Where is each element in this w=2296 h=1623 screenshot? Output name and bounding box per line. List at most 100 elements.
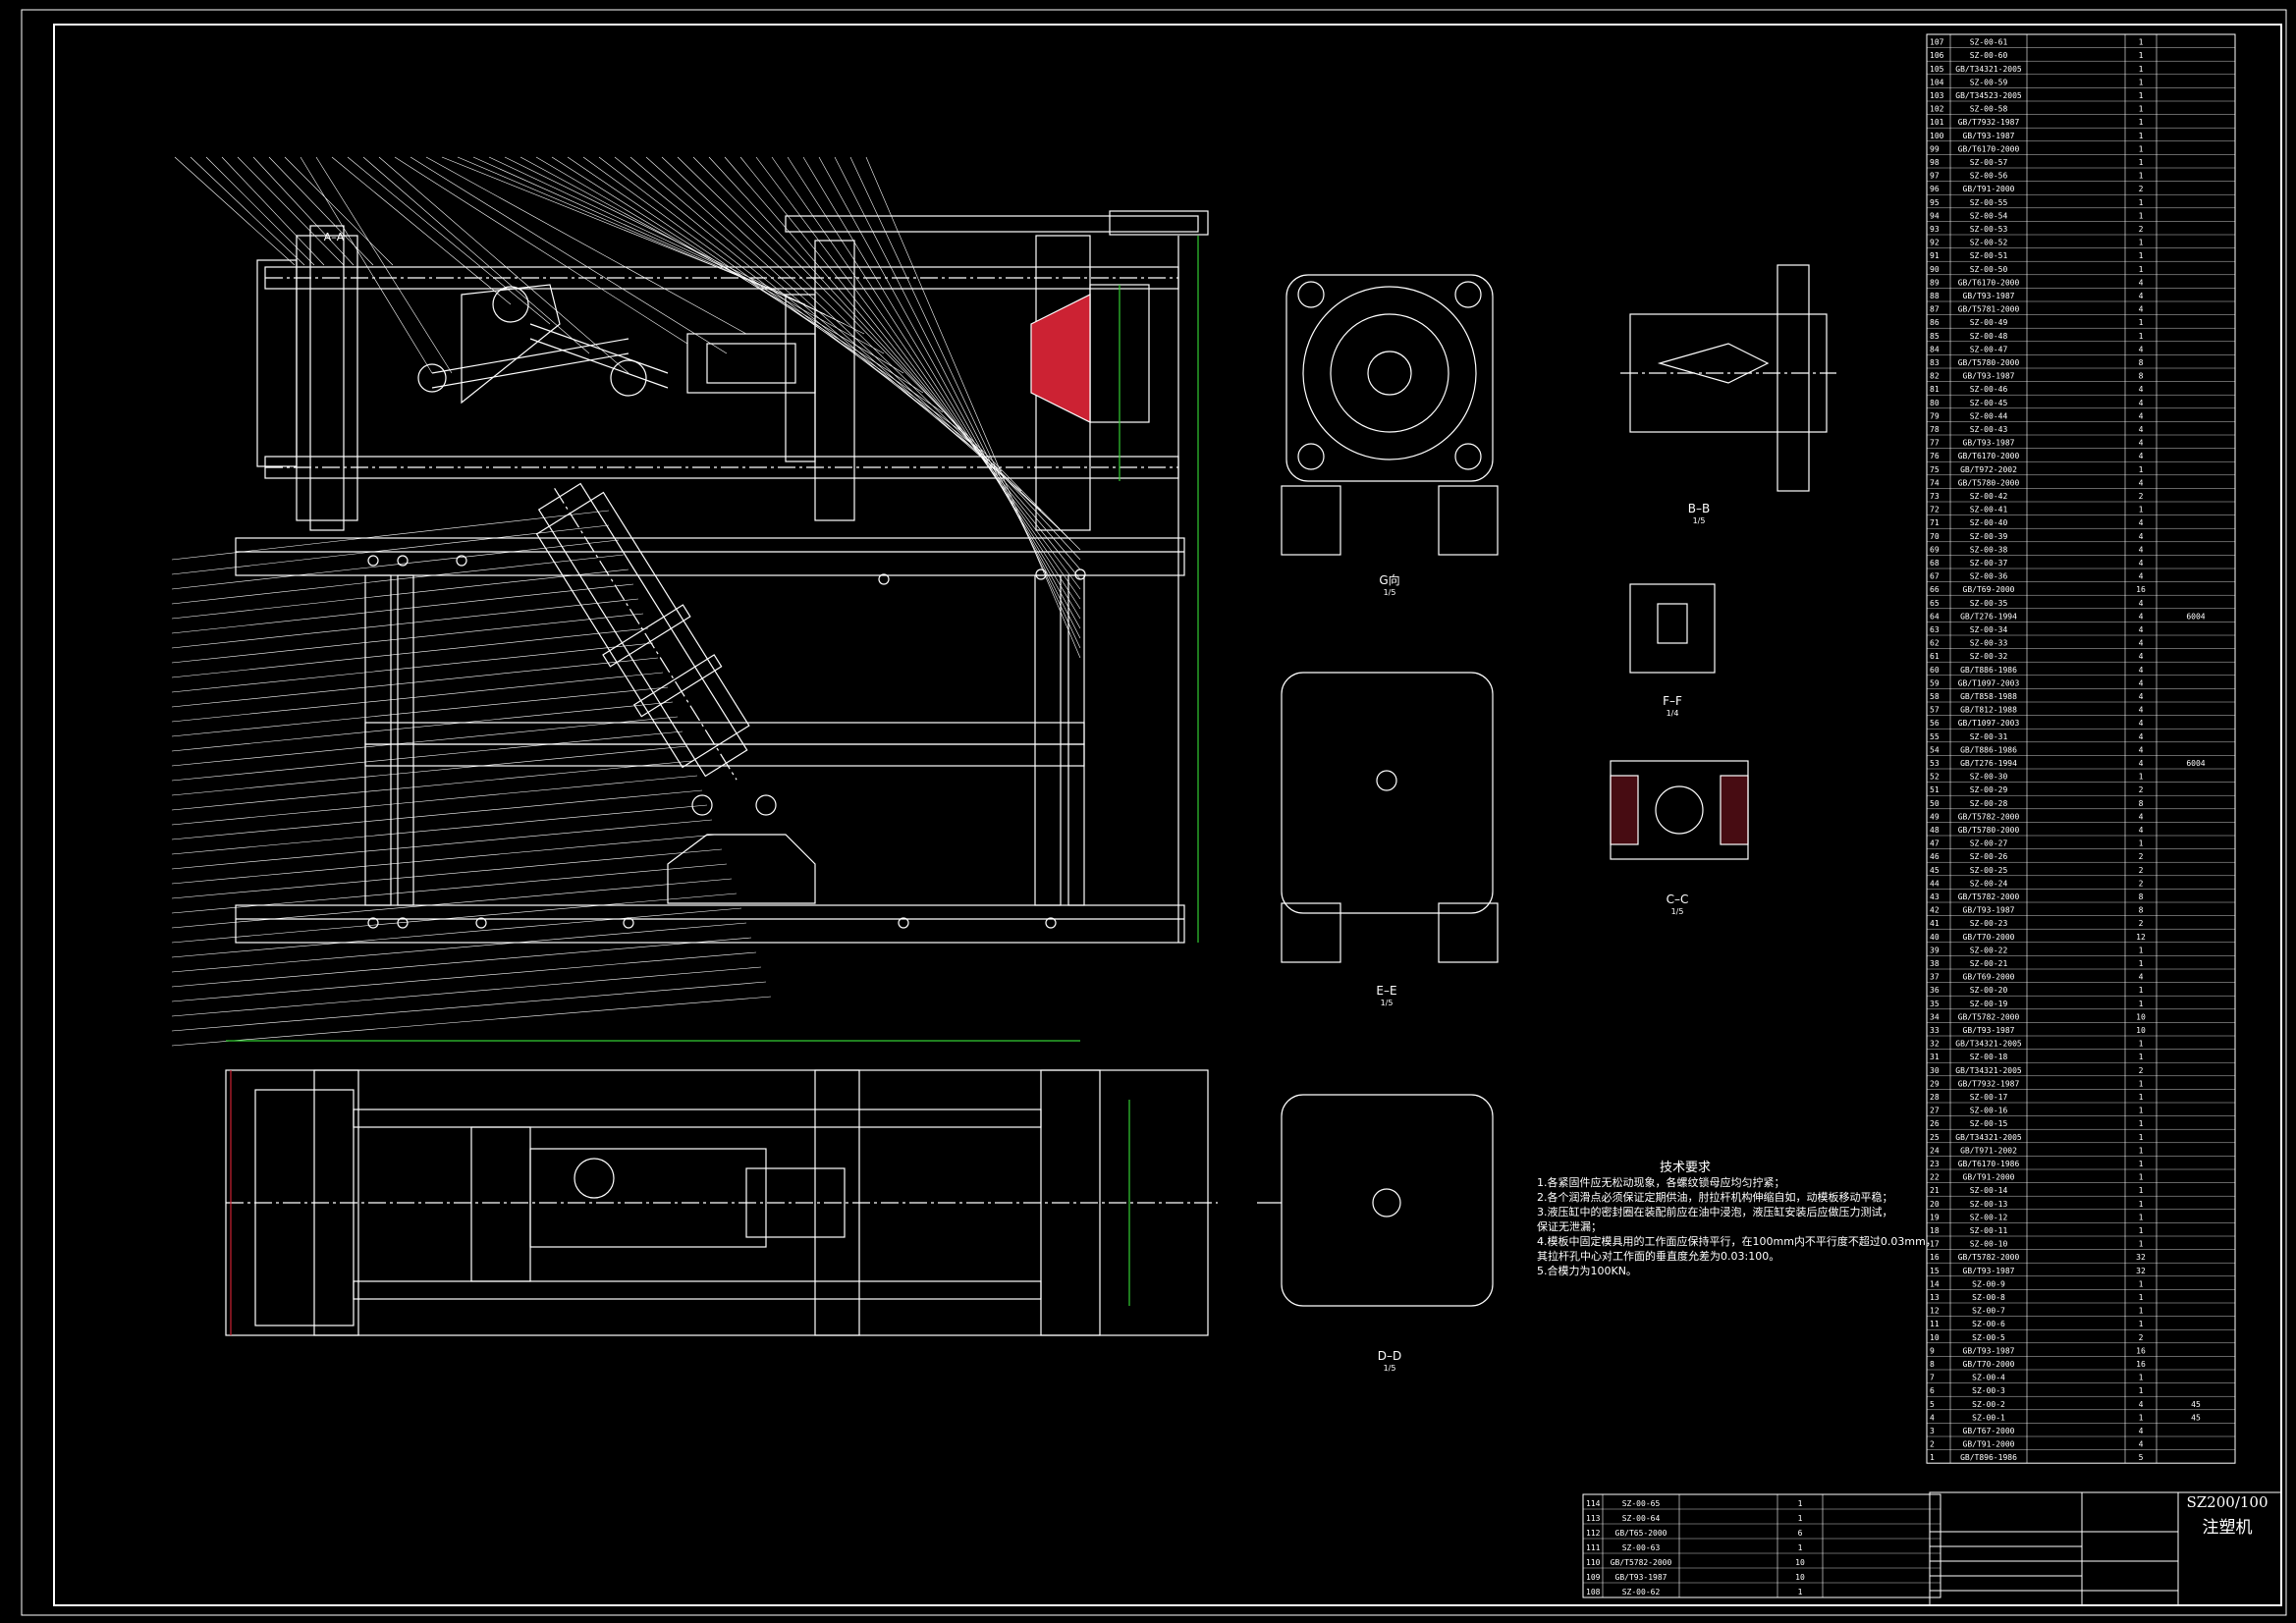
bom-cell: 99 [1930,144,1940,153]
bom-cell: 4 [2139,692,2144,701]
bom-cell: 111 [1586,1543,1601,1552]
bom-cell: 107 [1930,38,1944,47]
bom-cell: 67 [1930,572,1940,581]
bom-cell: 4 [2139,572,2144,581]
bom-cell: SZ-00-9 [1972,1279,2005,1288]
bom-cell: 1 [2139,144,2144,153]
bom-cell: 6004 [2186,759,2205,768]
bom-cell: 110 [1586,1558,1601,1567]
bom-cell: 48 [1930,826,1940,835]
bom-cell: SZ-00-56 [1970,172,2008,181]
bom-cell: 2 [1930,1440,1935,1449]
bom-cell: 31 [1930,1053,1940,1061]
bom-cell: 6 [1930,1386,1935,1395]
bom-cell: 114 [1586,1499,1601,1508]
bom-cell: SZ-00-60 [1970,51,2008,60]
bom-cell: 39 [1930,946,1940,954]
bom-cell: 103 [1930,91,1944,100]
bom-cell: SZ-00-8 [1972,1293,2005,1302]
tech-requirement-item: 4.模板中固定模具用的工作面应保持平行，在100mm内不平行度不超过0.03mm… [1537,1235,1937,1248]
bom-cell: 1 [2139,318,2144,327]
b-b-view [1620,264,1836,492]
bom-cell: 89 [1930,278,1940,287]
tech-requirement-item: 其拉杆孔中心对工作面的垂直度允差为0.03:100。 [1537,1250,1780,1263]
bom-cell: 1 [1798,1588,1803,1596]
bom-cell: 112 [1586,1529,1601,1538]
bom-cell: 4 [2139,706,2144,715]
f-f-scale: 1/4 [1667,709,1679,718]
bom-cell: 85 [1930,332,1940,341]
bom-cell: 28 [1930,1093,1940,1102]
bom-cell: 1 [2139,1374,2144,1382]
bom-cell: GB/T91-2000 [1963,1173,2015,1182]
bom-cell: 1 [1798,1499,1803,1508]
bom-cell: 1 [2139,239,2144,247]
bom-cell: SZ-00-3 [1972,1386,2005,1395]
bom-cell: 4 [2139,532,2144,541]
a-a-label: A–A [324,231,345,243]
bom-cell: GB/T70-2000 [1963,1360,2015,1369]
bom-cell: SZ-00-27 [1970,839,2008,848]
bom-cell: 1 [2139,986,2144,995]
bom-cell: SZ-00-43 [1970,425,2008,434]
bom-cell: 81 [1930,385,1940,394]
bom-cell: 5 [2139,1453,2144,1462]
bom-cell: 24 [1930,1146,1940,1155]
bom-cell: 1 [1930,1453,1935,1462]
bom-cell: 32 [2136,1267,2146,1275]
bom-cell: 1 [2139,1079,2144,1088]
bom-cell: 14 [1930,1279,1940,1288]
bom-cell: 96 [1930,185,1940,193]
bom-cell: 4 [2139,1400,2144,1409]
tech-requirement-item: 保证无泄漏； [1537,1220,1602,1233]
bom-cell: 4 [2139,678,2144,687]
bom-cell: 18 [1930,1226,1940,1235]
bom-cell: 8 [2139,358,2144,367]
bom-cell: GB/T886-1986 [1960,666,2017,675]
bom-cell: SZ-00-52 [1970,239,2008,247]
bom-cell: 75 [1930,465,1940,474]
bom-cell: 29 [1930,1079,1940,1088]
bom-cell: GB/T93-1987 [1963,906,2015,915]
bom-cell: SZ-00-13 [1970,1200,2008,1209]
plan-view [225,1040,1218,1336]
bom-cell: 47 [1930,839,1940,848]
bom-cell: 87 [1930,305,1940,314]
bom-cell: 2 [2139,492,2144,501]
bom-cell: SZ-00-58 [1970,105,2008,114]
bom-cell: 16 [2136,1346,2146,1355]
bom-cell: 92 [1930,239,1940,247]
bom-cell: SZ-00-14 [1970,1186,2008,1195]
bom-cell: GB/T34321-2005 [1955,1040,2022,1049]
bom-cell: 35 [1930,1000,1940,1008]
bom-cell: GB/T5782-2000 [1958,1253,2020,1262]
bom-cell: 108 [1586,1588,1601,1596]
bom-cell: 27 [1930,1107,1940,1115]
bom-cell: 4 [2139,812,2144,821]
bom-cell: 55 [1930,732,1940,741]
bom-cell: 97 [1930,172,1940,181]
bom-cell: 43 [1930,893,1940,901]
bom-cell: 79 [1930,411,1940,420]
bom-cell: 104 [1930,78,1944,86]
bom-cell: 10 [1795,1573,1805,1582]
bom-cell: 1 [2139,946,2144,954]
bom-cell: 1 [2139,1320,2144,1328]
bom-cell: 61 [1930,652,1940,661]
bom-cell: 50 [1930,799,1940,808]
bom-cell: GB/T1097-2003 [1958,719,2020,728]
bom-cell: 106 [1930,51,1944,60]
bom-cell: 1 [2139,506,2144,514]
bom-cell: GB/T5780-2000 [1958,478,2020,487]
bom-cell: 10 [1795,1558,1805,1567]
bom-cell: 38 [1930,959,1940,968]
bom-cell: 20 [1930,1200,1940,1209]
bom-cell: SZ-00-48 [1970,332,2008,341]
bom-cell: 8 [2139,372,2144,381]
bom-cell: 86 [1930,318,1940,327]
bom-cell: 45 [2191,1413,2201,1422]
bom-cell: 53 [1930,759,1940,768]
bom-cell: 4 [2139,1440,2144,1449]
bom-cell: 105 [1930,65,1944,74]
